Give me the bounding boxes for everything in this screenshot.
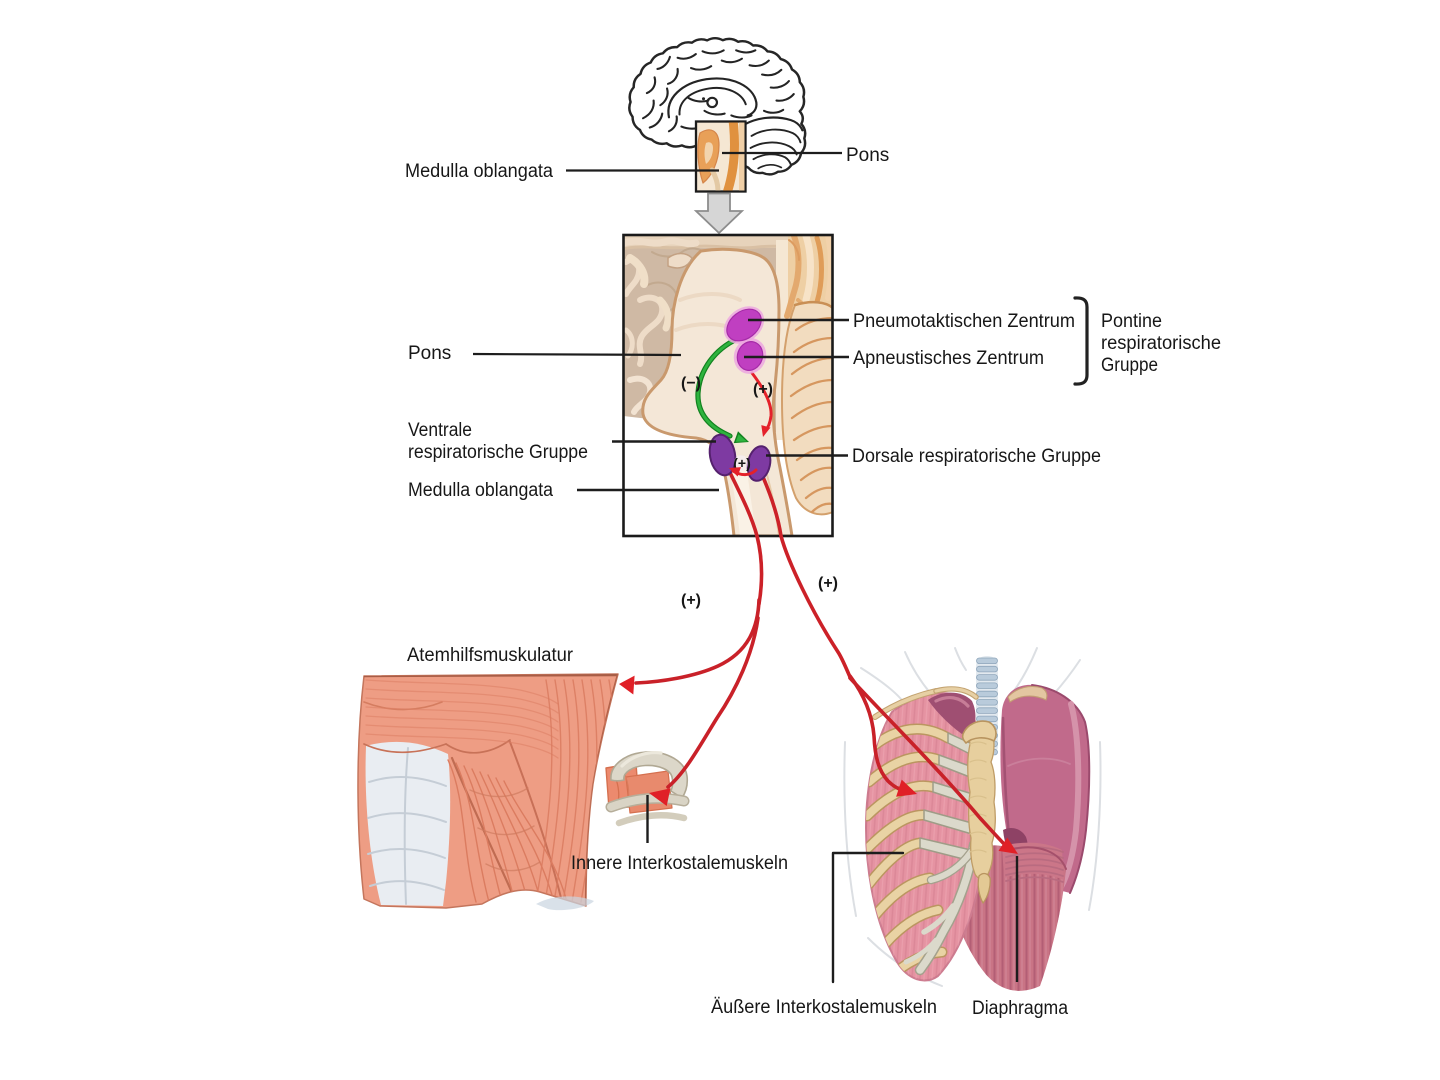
- svg-text:Medulla oblangata: Medulla oblangata: [408, 480, 553, 501]
- svg-text:(+): (+): [753, 381, 773, 398]
- svg-text:Pons: Pons: [846, 145, 889, 166]
- svg-text:respiratorische Gruppe: respiratorische Gruppe: [408, 442, 588, 463]
- svg-text:Pontine: Pontine: [1101, 311, 1162, 332]
- svg-text:Diaphragma: Diaphragma: [972, 998, 1068, 1019]
- svg-text:(+): (+): [818, 575, 838, 592]
- svg-text:Innere Interkostalemuskeln: Innere Interkostalemuskeln: [571, 853, 788, 874]
- svg-text:Dorsale respiratorische Gruppe: Dorsale respiratorische Gruppe: [852, 446, 1101, 467]
- svg-text:(+): (+): [733, 455, 751, 471]
- svg-text:Apneustisches Zentrum: Apneustisches Zentrum: [853, 348, 1044, 369]
- svg-text:Gruppe: Gruppe: [1101, 355, 1158, 376]
- svg-text:Pons: Pons: [408, 343, 451, 364]
- svg-text:Medulla oblangata: Medulla oblangata: [405, 161, 553, 182]
- svg-text:(−): (−): [681, 375, 701, 392]
- svg-text:(+): (+): [681, 592, 701, 609]
- svg-text:Ventrale: Ventrale: [408, 420, 472, 441]
- svg-text:Atemhilfsmuskulatur: Atemhilfsmuskulatur: [407, 645, 574, 666]
- svg-text:respiratorische: respiratorische: [1101, 333, 1221, 354]
- svg-text:Pneumotaktischen Zentrum: Pneumotaktischen Zentrum: [853, 311, 1075, 332]
- svg-text:Äußere Interkostalemuskeln: Äußere Interkostalemuskeln: [711, 997, 937, 1018]
